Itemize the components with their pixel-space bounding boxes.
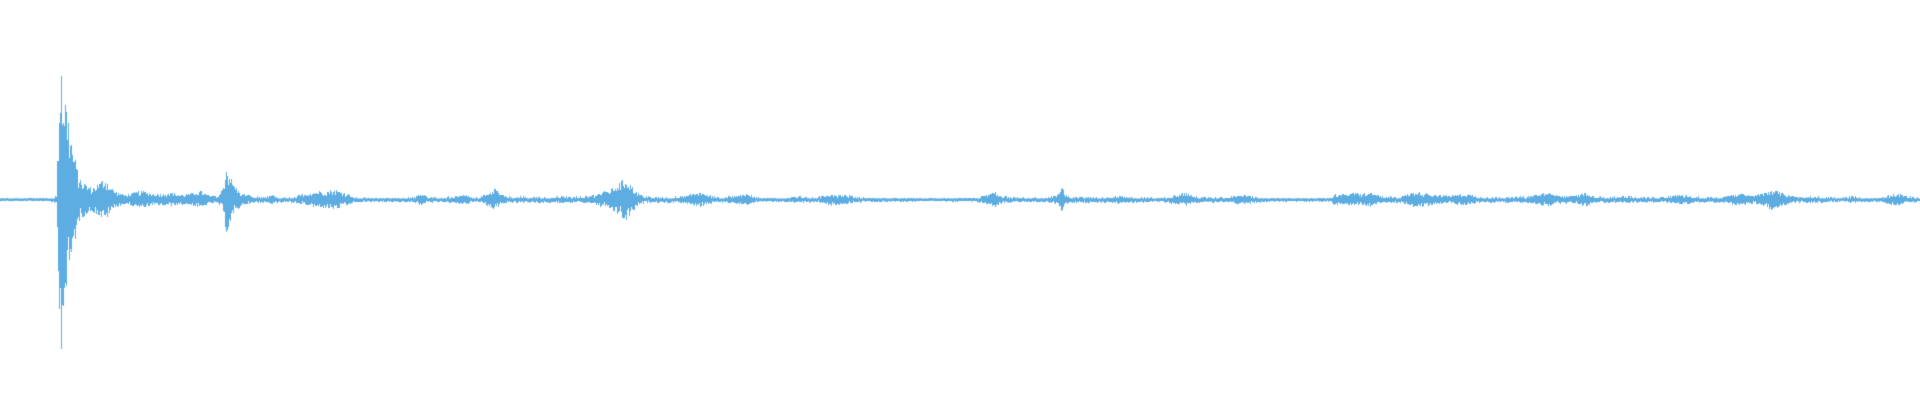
audio-waveform bbox=[0, 0, 1920, 400]
